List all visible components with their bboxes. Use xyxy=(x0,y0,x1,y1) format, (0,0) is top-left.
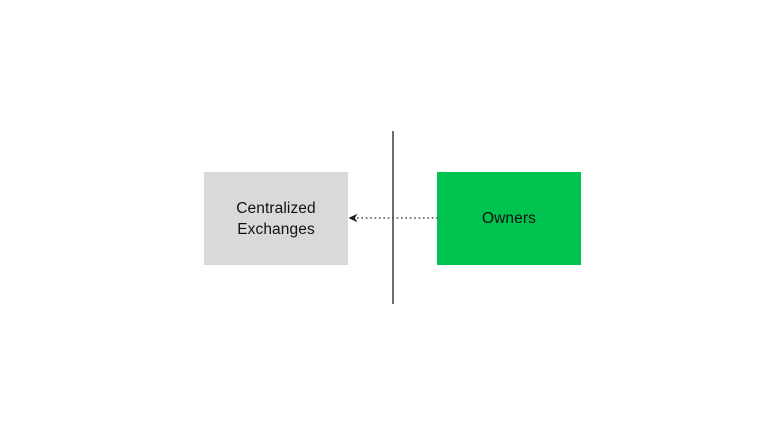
connector-arrow[interactable] xyxy=(347,209,438,227)
node-centralized-exchanges[interactable]: Centralized Exchanges xyxy=(204,172,348,265)
arrowhead-left-icon xyxy=(348,213,358,223)
node-owners[interactable]: Owners xyxy=(437,172,581,265)
node-owners-label: Owners xyxy=(481,210,536,227)
node-centralized-exchanges-label: Centralized Exchanges xyxy=(236,199,316,238)
